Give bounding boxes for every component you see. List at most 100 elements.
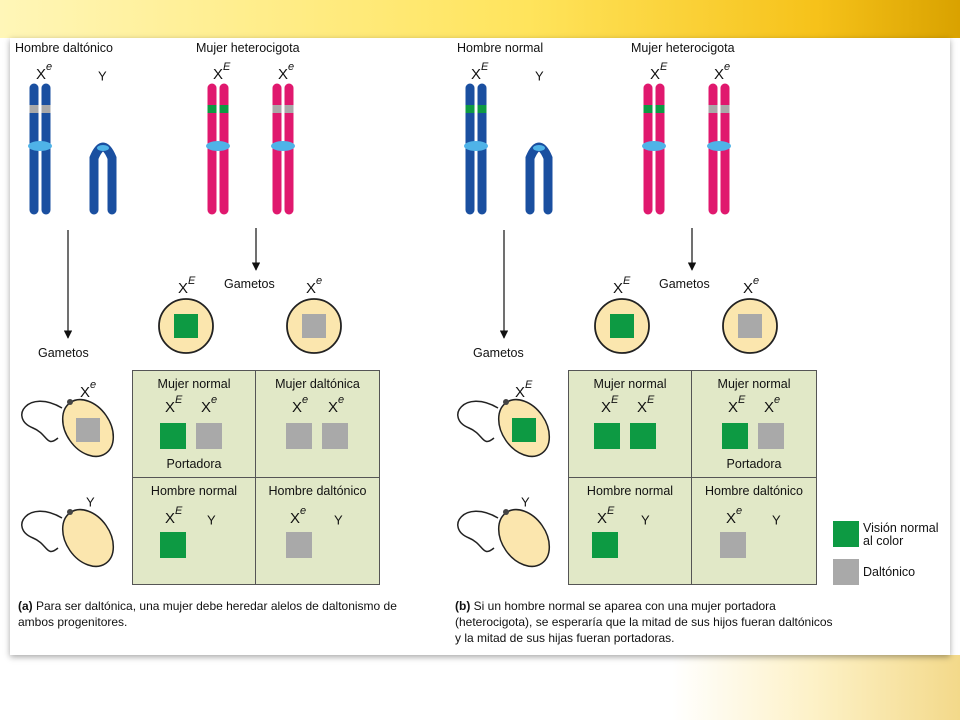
- panel-a-gametes-label-male: Gametos: [38, 346, 89, 360]
- panel_a-male-x-allele-band: [41, 105, 51, 113]
- panel_a-sperm-2-midpiece: [67, 509, 73, 515]
- legend-colorblind-swatch: [833, 559, 859, 585]
- cell-allele-1: XE: [165, 505, 183, 527]
- panel-b-cell-2: Mujer normal XE Xe Portadora: [691, 370, 817, 478]
- panel_a-sperm-2-tail: [21, 510, 63, 553]
- panel-b-male-chrom-1-label: XE: [471, 61, 489, 83]
- panel_b-female-x2-allele-band: [720, 105, 730, 113]
- colorblind-allele-square: [758, 423, 784, 449]
- cell-title: Mujer normal: [593, 377, 667, 391]
- cell-title: Mujer normal: [157, 377, 231, 391]
- panel_b-male-x-allele-band: [465, 105, 475, 113]
- normal-allele-square: [160, 423, 186, 449]
- panel_b-female-x1-centromere: [642, 141, 666, 151]
- panel-a-sperm-1-label: Xe: [80, 379, 97, 401]
- panel-a-egg-2-label: Xe: [306, 275, 323, 297]
- cell-allele-2: Y: [207, 512, 216, 528]
- panel_a-female-x2-allele-band: [284, 105, 294, 113]
- cell-allele-2: Y: [772, 512, 781, 528]
- panel-a-female-chrom-1-label: XE: [213, 61, 231, 83]
- panel_b-female-x1-allele-band: [655, 105, 665, 113]
- panel-b-egg-1-label: XE: [613, 275, 631, 297]
- cell-allele-2: XE: [637, 394, 655, 416]
- panel_a-male-x-allele-band: [29, 105, 39, 113]
- normal-allele-square: [630, 423, 656, 449]
- panel_a-female-x1-allele-band: [219, 105, 229, 113]
- cell-title: Hombre normal: [150, 484, 238, 498]
- figure-artwork: [21, 83, 778, 568]
- cell-allele-2: Y: [334, 512, 343, 528]
- panel-a-male-chrom-1-label: Xe: [36, 61, 53, 83]
- normal-allele-square: [592, 532, 618, 558]
- panel_b-sperm-1-midpiece: [503, 399, 509, 405]
- colorblind-allele-square: [720, 532, 746, 558]
- panel-a-gametes-label-female: Gametos: [224, 277, 275, 291]
- panel_b-sperm-1-allele-square: [512, 418, 536, 442]
- cell-title: Hombre daltónico: [268, 484, 367, 498]
- legend-normal-swatch: [833, 521, 859, 547]
- panel-a-male-label: Hombre daltónico: [15, 41, 113, 55]
- panel-a-cell-1: Mujer normal XE Xe Portadora: [132, 370, 256, 478]
- cell-allele-1: Xe: [292, 394, 309, 416]
- panel-a-cell-4: Hombre daltónico Xe Y: [255, 477, 380, 585]
- panel_a-female-x1-centromere: [206, 141, 230, 151]
- cell-allele-2: Xe: [328, 394, 345, 416]
- cell-allele-2: Y: [641, 512, 650, 528]
- panel-b-gametes-label-female: Gametos: [659, 277, 710, 291]
- cell-allele-2: Xe: [201, 394, 218, 416]
- panel_b-male-x-centromere: [464, 141, 488, 151]
- panel_a-egg-2-allele-square: [302, 314, 326, 338]
- cell-note: Portadora: [166, 457, 222, 471]
- figure-panel: Hombre daltónico Mujer heterocigota Xe Y…: [10, 38, 950, 655]
- panel_a-sperm-1-allele-square: [76, 418, 100, 442]
- cell-allele-2: Xe: [764, 394, 781, 416]
- legend-normal-label: Visión normal al color: [863, 521, 939, 548]
- panel_b-egg-2-allele-square: [738, 314, 762, 338]
- panel-b-gametes-label-male: Gametos: [473, 346, 524, 360]
- panel-b-female-label: Mujer heterocigota: [631, 41, 735, 55]
- legend-colorblind-label: Daltónico: [863, 565, 916, 579]
- panel-a-male-chrom-2-label: Y: [98, 68, 107, 84]
- panel-b-cell-1: Mujer normal XE XE: [568, 370, 692, 478]
- cell-title: Mujer normal: [717, 377, 791, 391]
- colorblind-allele-square: [286, 532, 312, 558]
- panel_b-sperm-2-head: [497, 508, 551, 568]
- cell-allele-1: Xe: [290, 505, 307, 527]
- panel-b-male-label: Hombre normal: [457, 41, 544, 55]
- panel_a-sperm-1-midpiece: [67, 399, 73, 405]
- cell-allele-1: XE: [165, 394, 183, 416]
- panel_a-female-x2-allele-band: [272, 105, 282, 113]
- panel-b-sperm-1-label: XE: [515, 379, 533, 401]
- cell-allele-1: XE: [597, 505, 615, 527]
- panel_a-female-x2-centromere: [271, 141, 295, 151]
- panel_b-female-x2-allele-band: [708, 105, 718, 113]
- panel_a-sperm-2-head: [61, 508, 115, 568]
- panel-b-cell-3: Hombre normal XE Y: [568, 477, 692, 585]
- panel_a-egg-1-allele-square: [174, 314, 198, 338]
- panel-b-male-chrom-2-label: Y: [535, 68, 544, 84]
- panel_b-male-y-centromere: [533, 145, 545, 151]
- cell-allele-1: XE: [728, 394, 746, 416]
- panel-b-caption: (b) Si un hombre normal se aparea con un…: [455, 599, 833, 645]
- panel-a-sperm-2-label: Y: [86, 494, 95, 510]
- top-decoration-bar: [0, 0, 960, 38]
- normal-allele-square: [594, 423, 620, 449]
- panel-a-caption: (a) Para ser daltónica, una mujer debe h…: [18, 599, 397, 629]
- panel_b-egg-1-allele-square: [610, 314, 634, 338]
- panel_a-sperm-1-tail: [21, 400, 63, 443]
- panel_b-sperm-2-tail: [457, 510, 499, 553]
- panel_b-female-x2-centromere: [707, 141, 731, 151]
- cell-title: Hombre daltónico: [705, 484, 803, 498]
- cell-note: Portadora: [726, 457, 782, 471]
- normal-allele-square: [160, 532, 186, 558]
- cell-allele-1: XE: [601, 394, 619, 416]
- panel-b-cell-4: Hombre daltónico Xe Y: [691, 477, 817, 585]
- panel_a-male-x-centromere: [28, 141, 52, 151]
- panel_a-male-y-chromosome: [89, 142, 117, 215]
- panel_b-female-x1-allele-band: [643, 105, 653, 113]
- panel-a-female-chrom-2-label: Xe: [278, 61, 295, 83]
- panel_a-male-y-centromere: [97, 145, 109, 151]
- panel-b-egg-2-label: Xe: [743, 275, 760, 297]
- bottom-decoration: [0, 655, 960, 720]
- cell-allele-1: Xe: [726, 505, 743, 527]
